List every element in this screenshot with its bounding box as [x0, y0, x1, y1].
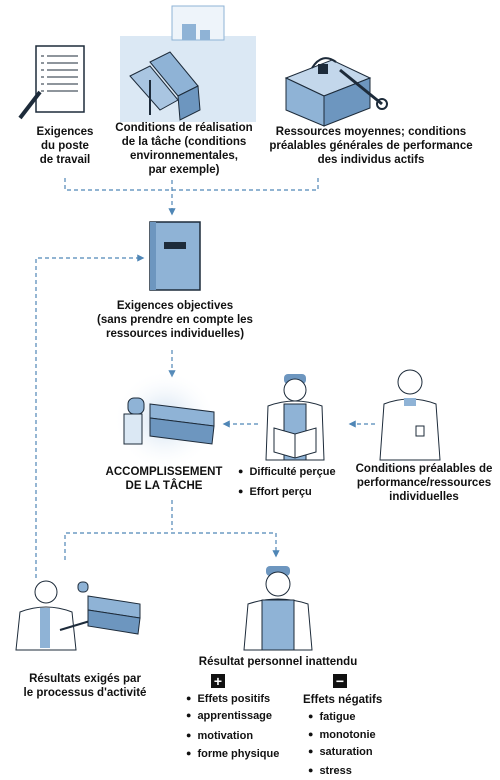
connectors: [35, 178, 375, 578]
individual-conditions-line-1: Conditions préalables de: [355, 463, 493, 475]
task-conditions-line-1: Conditions de réalisation: [115, 122, 253, 134]
checklist-icon: [18, 45, 85, 120]
objective-requirements-line-2: (sans prendre en compte les: [97, 314, 253, 326]
general-resources-line-2: préalables générales de performance: [269, 140, 473, 152]
objective-requirements-line-1: Exigences objectives: [116, 300, 234, 312]
manager-pointer-icon: [15, 580, 141, 651]
negative-effects-title: Effets négatifs: [303, 694, 383, 706]
job-requirements-label: Exigences du poste de travail: [28, 125, 102, 167]
individual-person-icon: [379, 369, 441, 461]
individual-conditions-label: Conditions préalables de performance/res…: [352, 462, 496, 504]
minus-icon: −: [333, 674, 347, 688]
general-resources-line-3: des individus actifs: [317, 154, 425, 166]
general-resources-line-1: Ressources moyennes; conditions: [275, 126, 467, 138]
task-conditions-line-4: par exemple): [148, 164, 220, 176]
negative-effect-item: monotonie: [308, 729, 375, 742]
required-results-label: Résultats exigés par le processus d'acti…: [10, 672, 160, 700]
objective-requirements-label: Exigences objectives (sans prendre en co…: [90, 299, 260, 341]
binder-icon: [149, 221, 201, 291]
task-execution-scene: [113, 370, 217, 470]
required-results-line-1: Résultats exigés par: [29, 673, 141, 685]
individual-conditions-line-2: performance/ressources: [356, 477, 492, 489]
task-execution-label: ACCOMPLISSEMENT DE LA TÂCHE: [104, 465, 224, 493]
perceived-effort: Effort perçu: [238, 486, 311, 499]
required-results-line-2: le processus d'activité: [23, 687, 147, 699]
job-requirements-line-3: de travail: [39, 154, 91, 166]
positive-effect-item: forme physique: [186, 748, 279, 761]
individual-conditions-line-3: individuelles: [389, 491, 459, 503]
task-conditions-line-3: environnementales,: [129, 150, 238, 162]
task-conditions-line-2: de la tâche (conditions: [121, 136, 247, 148]
positive-effects-title-text: Effets positifs: [197, 693, 271, 705]
unexpected-result-label: Résultat personnel inattendu: [198, 656, 358, 668]
job-requirements-line-1: Exigences: [36, 126, 94, 138]
task-execution-line-2: DE LA TÂCHE: [125, 480, 203, 492]
negative-effect-item: fatigue: [308, 711, 355, 724]
toolbox-icon: [284, 57, 388, 127]
worker-reading-icon: [265, 374, 325, 461]
negative-effect-item: saturation: [308, 746, 372, 759]
plus-icon: +: [211, 674, 225, 688]
general-resources-label: Ressources moyennes; conditions préalabl…: [262, 125, 480, 167]
objective-requirements-line-3: ressources individuelles): [105, 328, 245, 340]
positive-effect-item: motivation: [186, 730, 253, 743]
task-execution-line-1: ACCOMPLISSEMENT: [105, 466, 223, 478]
factory-icon: [120, 5, 256, 122]
positive-effect-item: apprentissage: [186, 710, 272, 723]
positive-effects-title: Effets positifs: [186, 693, 270, 706]
worker-result-icon: [243, 566, 313, 651]
perceived-difficulty: Difficulté perçue: [238, 466, 335, 479]
negative-effect-item: stress: [308, 765, 351, 778]
job-requirements-line-2: du poste: [41, 140, 89, 152]
task-conditions-label: Conditions de réalisation de la tâche (c…: [110, 121, 258, 177]
